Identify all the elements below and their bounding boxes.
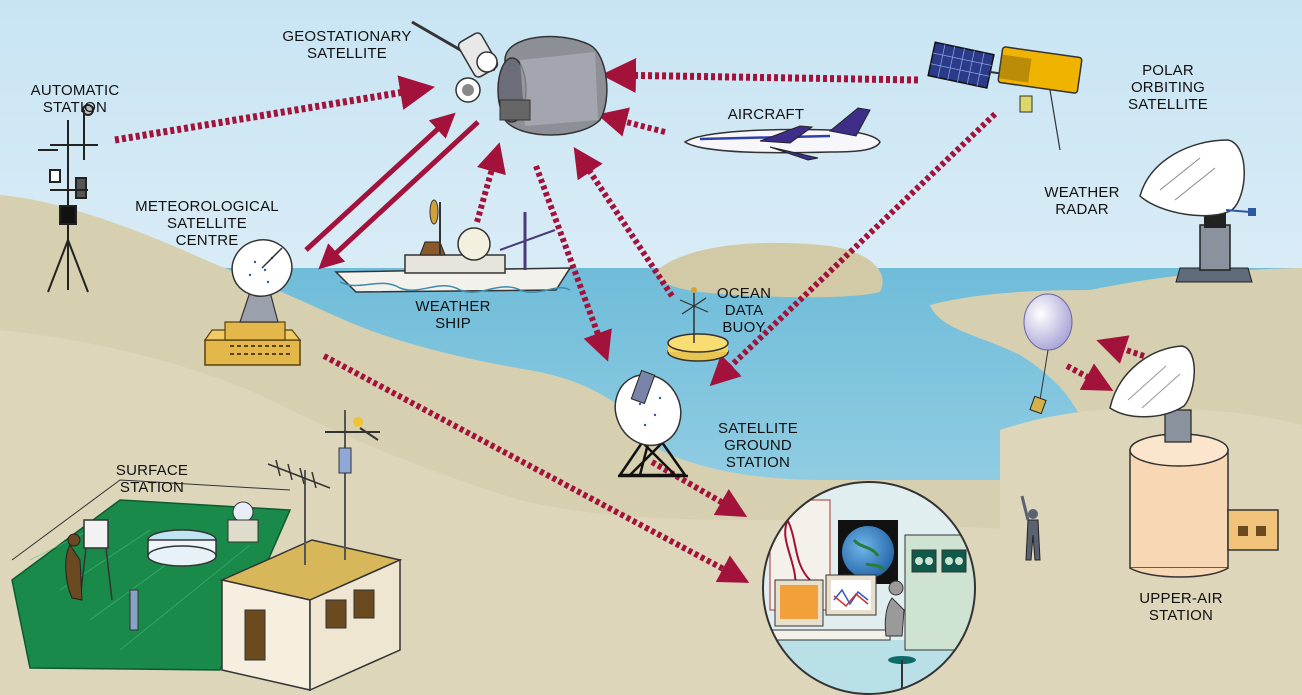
ocean-buoy-icon: [667, 287, 729, 362]
arrows: [114, 57, 1145, 583]
label-surface-station: SURFACE STATION: [115, 462, 189, 496]
automatic-station-icon: [38, 104, 98, 293]
arrow-upper-to-balloon: [1096, 335, 1145, 364]
arrow-geo-to-ground: [533, 164, 612, 362]
upper-air-station-icon: [1020, 345, 1279, 578]
arrow-ground-to-room: [650, 459, 748, 518]
ground-station-dish-icon: [614, 369, 688, 478]
arrow-ship-to-geo: [474, 142, 506, 223]
met-centre-icon: [203, 291, 302, 366]
polar-satellite-icon: [927, 41, 1083, 151]
arrow-centre-to-room: [322, 353, 750, 583]
control-room-icon: [762, 481, 976, 695]
arrow-balloon-to-upper: [1065, 363, 1114, 391]
weather-ship-icon: [334, 199, 572, 293]
surface-station-icon: [11, 410, 403, 692]
label-satellite-ground-station: SATELLITE GROUND STATION: [718, 420, 798, 471]
arrow-buoy-to-geo: [573, 146, 675, 298]
arrow-polar-to-ground: [709, 111, 998, 387]
weather-radar-icon: [1139, 139, 1256, 283]
label-automatic-station: AUTOMATIC STATION: [30, 82, 120, 116]
arrow-automatic-to-geo: [114, 75, 435, 144]
arrow-centre-to-geo: [304, 112, 456, 252]
label-polar-orbiting-satellite: POLAR ORBITING SATELLITE: [1128, 62, 1208, 113]
weather-balloon-icon: [1023, 293, 1073, 415]
label-ocean-data-buoy: OCEAN DATA BUOY: [716, 285, 772, 336]
arrow-aircraft-to-geo: [597, 107, 666, 137]
label-met-satellite-centre: METEOROLOGICAL SATELLITE CENTRE: [135, 198, 279, 249]
island: [657, 242, 883, 298]
label-aircraft: AIRCRAFT: [727, 106, 805, 123]
satellite-dish-icon: [231, 239, 293, 297]
label-geostationary-satellite: GEOSTATIONARY SATELLITE: [282, 28, 412, 62]
label-weather-ship: WEATHER SHIP: [415, 298, 491, 332]
geostationary-satellite-icon: [411, 20, 608, 136]
label-upper-air-station: UPPER-AIR STATION: [1139, 590, 1223, 624]
label-weather-radar: WEATHER RADAR: [1044, 184, 1120, 218]
arrow-polar-to-geo: [601, 57, 919, 93]
aircraft-icon: [683, 107, 881, 161]
arrow-geo-to-centre: [318, 120, 480, 270]
